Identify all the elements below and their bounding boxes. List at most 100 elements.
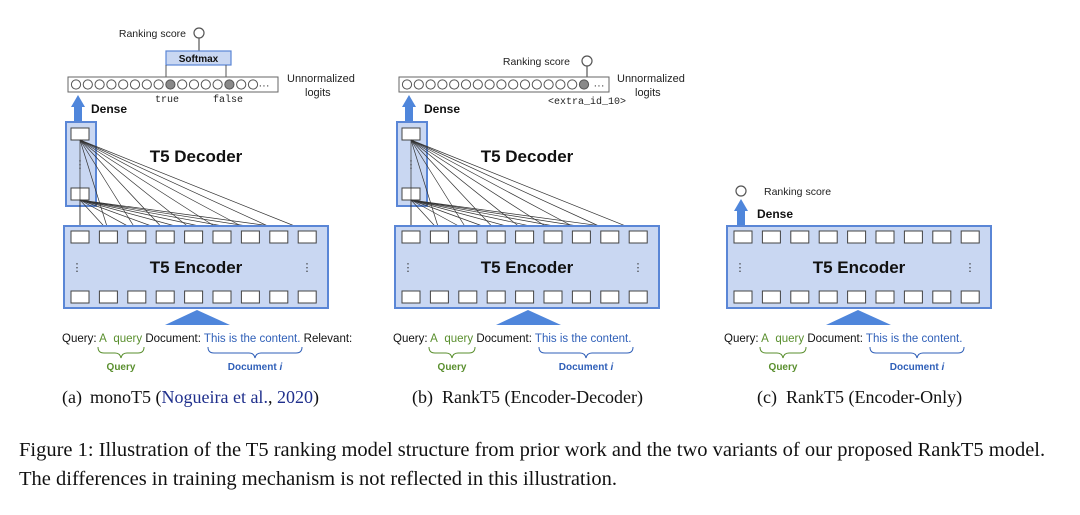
ranking-score-node — [581, 55, 593, 67]
encoder-token-top — [240, 230, 260, 244]
logit-node — [247, 79, 259, 90]
encoder-token-top — [790, 230, 810, 244]
logit-node — [200, 79, 211, 90]
encoder-token-bottom — [184, 290, 204, 304]
encoder-token-bottom — [401, 290, 421, 304]
token-false: false — [213, 94, 243, 106]
dense-arrow-shaft — [737, 210, 745, 228]
encoder-token-top — [600, 230, 620, 244]
logit-node — [129, 79, 141, 90]
encoder-vdots-right: ⋮ — [633, 262, 644, 274]
encoder-token-bottom — [628, 290, 648, 304]
encoder-token-bottom — [818, 290, 838, 304]
encoder-token-top — [903, 230, 923, 244]
input-arrow — [496, 310, 561, 325]
query-brace-label: Query — [107, 362, 136, 373]
ranking-score-node — [193, 27, 205, 39]
encoder-vdots-right: ⋮ — [302, 262, 313, 274]
encoder-token-bottom — [847, 290, 867, 304]
document-brace-label: Document i — [228, 362, 283, 373]
decoder-title: T5 Decoder — [150, 147, 243, 166]
decoder-title: T5 Decoder — [481, 147, 574, 166]
attention-line — [410, 139, 639, 232]
attention-line — [410, 139, 525, 232]
encoder-token-bottom — [269, 290, 289, 304]
encoder-token-bottom — [458, 290, 478, 304]
encoder-token-top — [628, 230, 648, 244]
encoder-token-top — [960, 230, 980, 244]
encoder-token-bottom — [600, 290, 620, 304]
encoder-token-bottom — [875, 290, 895, 304]
logit-node — [141, 79, 152, 90]
encoder-token-bottom — [515, 290, 535, 304]
logit-node — [118, 79, 129, 90]
ranking-score-label: Ranking score — [119, 28, 186, 40]
encoder-title: T5 Encoder — [481, 258, 574, 277]
logit-node — [82, 79, 93, 90]
logit-node — [401, 79, 413, 90]
encoder-token-top — [543, 230, 563, 244]
encoder-token-bottom — [543, 290, 563, 304]
query-brace-label: Query — [769, 362, 798, 373]
encoder-token-bottom — [960, 290, 980, 304]
attention-line — [79, 139, 308, 232]
logit-node — [425, 79, 436, 90]
logit-node — [224, 79, 235, 90]
subcaption-a: (a)monoT5 (Nogueira et al., 2020) — [62, 387, 319, 408]
logits-label-line2: logits — [305, 87, 331, 99]
logit-node — [106, 79, 117, 90]
encoder-vdots-left: ⋮ — [735, 262, 746, 274]
logits-ellipsis: ··· — [259, 80, 270, 92]
document-brace-label: Document i — [890, 362, 945, 373]
encoder-token-bottom — [571, 290, 591, 304]
logit-node — [555, 79, 566, 90]
query-brace — [428, 346, 476, 359]
encoder-token-top — [297, 230, 317, 244]
dense-label: Dense — [757, 207, 793, 221]
logit-node — [94, 79, 105, 90]
attention-line — [79, 139, 251, 232]
encoder-token-bottom — [155, 290, 175, 304]
logit-node — [177, 79, 188, 90]
logit-node — [472, 79, 483, 90]
attention-line — [410, 139, 440, 232]
encoder-token-top — [429, 230, 449, 244]
logit-node — [543, 79, 554, 90]
document-brace — [869, 346, 965, 359]
ranking-score-label: Ranking score — [764, 186, 831, 198]
softmax-label: Softmax — [179, 54, 219, 65]
encoder-token-top — [458, 230, 478, 244]
logit-node — [212, 79, 223, 90]
logit-node — [519, 79, 531, 90]
dense-arrow-shaft — [74, 106, 82, 124]
softmax-box — [165, 50, 232, 66]
logits-ellipsis: ··· — [594, 80, 605, 92]
document-brace — [207, 346, 303, 359]
encoder-token-bottom — [733, 290, 753, 304]
ranking-score-node — [735, 185, 747, 197]
encoder-vdots-right: ⋮ — [965, 262, 976, 274]
attention-line — [410, 139, 610, 232]
encoder-token-top — [847, 230, 867, 244]
encoder-token-bottom — [297, 290, 317, 304]
panel-a: Ranking score Softmax ··· Unnormalized l… — [62, 27, 355, 408]
logit-node — [578, 79, 590, 90]
input-text: Query: A query Document: This is the con… — [393, 333, 631, 345]
encoder-token-top — [486, 230, 506, 244]
logits-label-line1: Unnormalized — [617, 73, 685, 85]
logit-node — [531, 79, 542, 90]
encoder-token-top — [761, 230, 781, 244]
encoder-title: T5 Encoder — [150, 258, 243, 277]
attention-line — [79, 139, 279, 232]
logit-node — [188, 79, 200, 90]
encoder-token-bottom — [240, 290, 260, 304]
encoder-vdots-left: ⋮ — [403, 262, 414, 274]
encoder-token-bottom — [761, 290, 781, 304]
encoder-token-top — [932, 230, 952, 244]
encoder-token-bottom — [70, 290, 90, 304]
encoder-token-top — [733, 230, 753, 244]
input-text: Query: A query Document: This is the con… — [62, 333, 352, 345]
dense-arrow-head — [402, 95, 416, 107]
encoder-token-top — [127, 230, 147, 244]
